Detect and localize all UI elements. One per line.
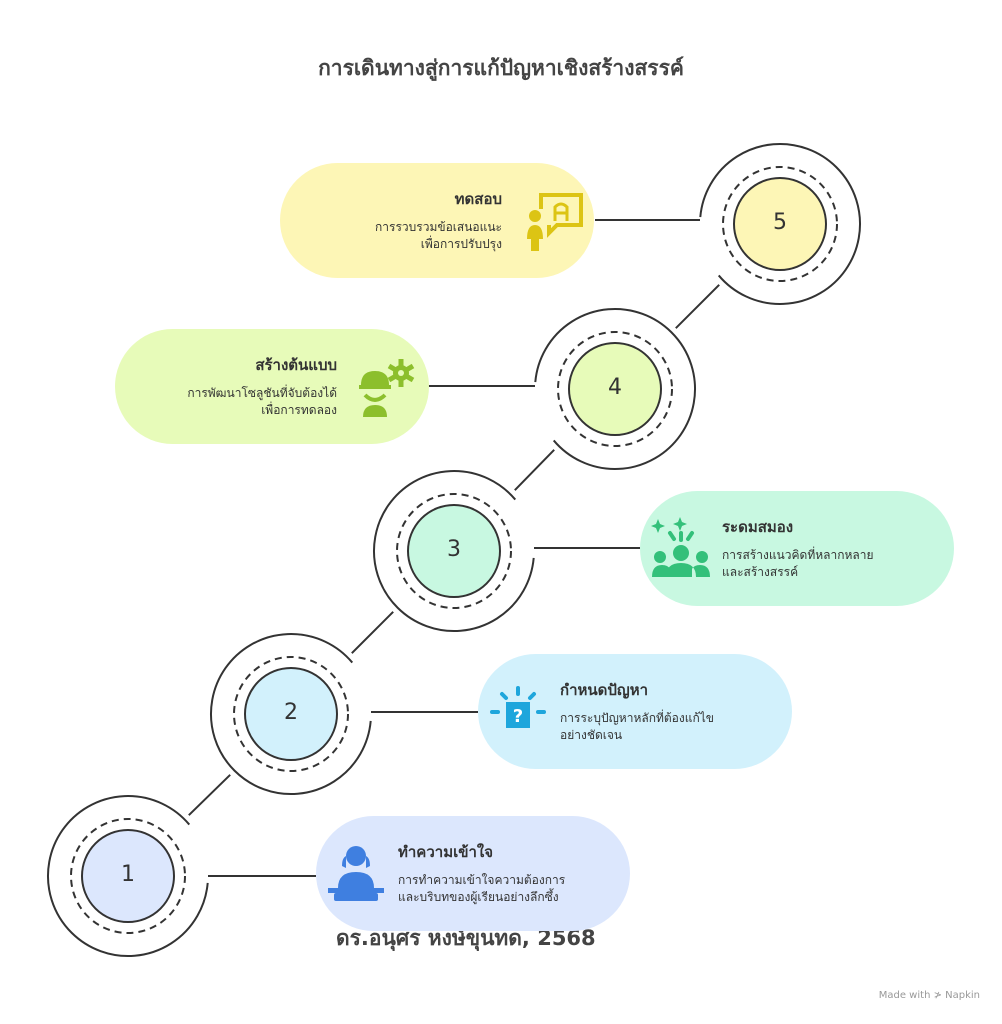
step-4-circle (568, 342, 662, 436)
step-5-card: ทดสอบ การรวบรวมข้อเสนอแนะเพื่อการปรับปรุ… (280, 163, 594, 278)
step-3-outer-ring (373, 470, 535, 632)
step-1-dashed-ring (70, 818, 186, 934)
step-5-dashed-ring (722, 166, 838, 282)
step-3-circle (407, 504, 501, 598)
step-1-description: การทำความเข้าใจความต้องการและบริบทของผู้… (398, 873, 566, 904)
group-idea-icon (651, 517, 710, 577)
step-2-description: การระบุปัญหาหลักที่ต้องแก้ไขอย่างชัดเจน (560, 711, 714, 742)
made-with-napkin: Made with ≯ Napkin (878, 990, 980, 1001)
step-4-dashed-ring (557, 331, 673, 447)
svg-text:?: ? (513, 706, 523, 727)
step-1-outer-ring (47, 795, 209, 957)
step-2-dashed-ring (233, 656, 349, 772)
step-4-title: สร้างต้นแบบ (255, 356, 337, 374)
step-2-card: ? กำหนดปัญหา การระบุปัญหาหลักที่ต้องแก้ไ… (478, 654, 792, 769)
teacher-icon (328, 846, 384, 901)
step-1-card: ทำความเข้าใจ การทำความเข้าใจความต้องการแ… (316, 816, 630, 931)
step-1-title: ทำความเข้าใจ (398, 843, 493, 861)
step-2-circle (244, 667, 338, 761)
feedback-icon (527, 193, 583, 251)
path-segment-1-2 (188, 774, 231, 816)
step-3-description: การสร้างแนวคิดที่หลากหลายและสร้างสรรค์ (722, 548, 874, 579)
step-4-number: 4 (608, 375, 622, 400)
question-box-icon: ? (490, 686, 546, 728)
step-5-title: ทดสอบ (454, 190, 502, 208)
step-4-card: สร้างต้นแบบ การพัฒนาโซลูชันที่จับต้องได้… (115, 329, 429, 444)
step-3-card: ระดมสมอง การสร้างแนวคิดที่หลากหลายและสร้… (640, 491, 954, 606)
step-2-outer-ring (210, 633, 372, 795)
diagram-title: การเดินทางสู่การแก้ปัญหาเชิงสร้างสรรค์ (318, 56, 684, 80)
step-5-number: 5 (773, 210, 787, 235)
step-3-title: ระดมสมอง (722, 518, 794, 536)
step-3-number: 3 (447, 537, 461, 562)
path-segment-2-3 (351, 611, 394, 654)
step-5-outer-ring (699, 143, 861, 305)
step-2-number: 2 (284, 700, 298, 725)
step-3-dashed-ring (396, 493, 512, 609)
path-segment-3-4 (514, 449, 555, 491)
step-4-description: การพัฒนาโซลูชันที่จับต้องได้เพื่อการทดลอ… (187, 386, 337, 417)
step-1-number: 1 (121, 862, 135, 887)
engineer-gear-icon (359, 359, 415, 417)
step-5-circle (733, 177, 827, 271)
step-5-description: การรวบรวมข้อเสนอแนะเพื่อการปรับปรุง (375, 220, 502, 251)
path-segment-4-5 (675, 284, 720, 329)
step-2-title: กำหนดปัญหา (560, 681, 649, 699)
step-4-outer-ring (534, 308, 696, 470)
step-1-circle (81, 829, 175, 923)
